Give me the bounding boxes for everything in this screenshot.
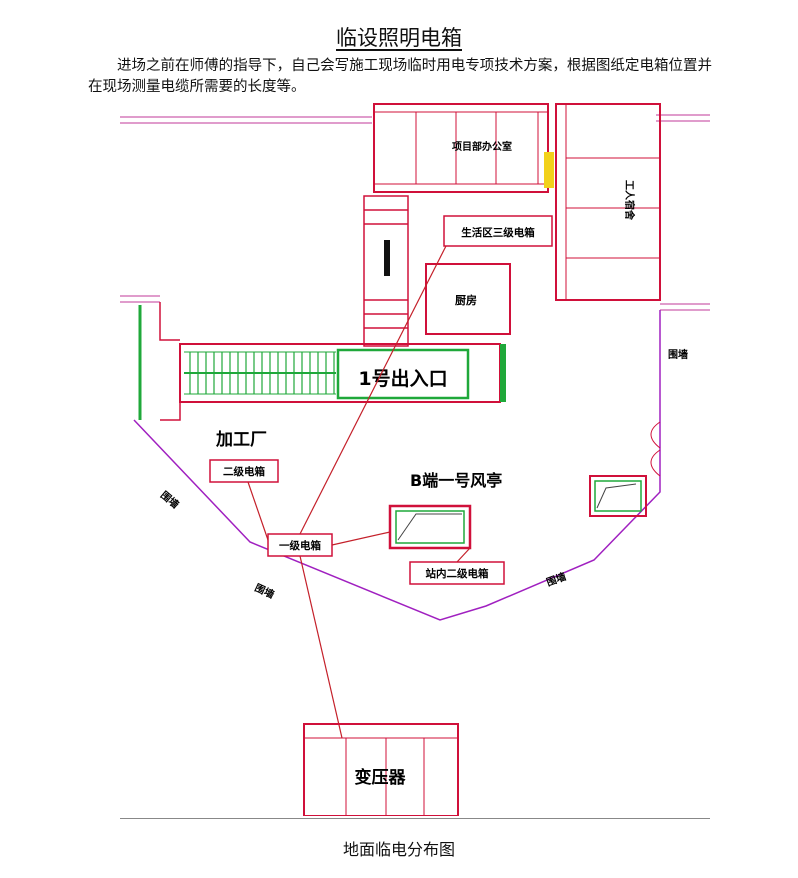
fence-right-label: 围墙 — [545, 570, 568, 589]
processing-label: 加工厂 — [215, 430, 267, 450]
secondary-box-label: 二级电箱 — [223, 465, 265, 478]
exit-corridor — [138, 302, 506, 421]
worker-dorm-label: 工人宿舍 — [623, 180, 636, 221]
fan-pavilion-box — [388, 504, 472, 550]
station-box-label: 站内二级电箱 — [426, 567, 489, 580]
secondary-box-frame — [209, 459, 279, 483]
transformer-building — [303, 723, 459, 816]
primary-box-label: 一级电箱 — [279, 539, 321, 552]
fence-mid-label: 围墙 — [253, 581, 277, 601]
body-paragraph: 进场之前在师傅的指导下，自己会写施工现场临时用电专项技术方案，根据图纸定电箱位置… — [88, 58, 712, 95]
top-corridor — [120, 114, 710, 311]
power-cables — [247, 245, 471, 739]
fence-left-label: 围墙 — [158, 488, 182, 511]
kitchen-building — [425, 263, 511, 335]
kitchen-label: 厨房 — [455, 293, 477, 307]
living-box-label: 生活区三级电箱 — [461, 226, 535, 239]
east-small-box — [589, 475, 647, 517]
page-title: 临设照明电箱 — [336, 26, 462, 50]
transformer-label: 变压器 — [355, 767, 407, 788]
site-fence — [133, 310, 661, 621]
figure-caption: 地面临电分布图 — [342, 840, 455, 859]
stair-block — [363, 195, 409, 347]
project-office-label: 项目部办公室 — [452, 140, 512, 153]
stair-core — [384, 240, 390, 276]
living-box-frame — [443, 215, 553, 247]
fan-pavilion-label: B端一号风亭 — [410, 471, 502, 490]
office-stair-marker — [544, 152, 554, 188]
exit1-label: 1号出入口 — [358, 367, 447, 390]
worker-dorm-building — [555, 103, 661, 301]
project-office-building — [373, 103, 549, 193]
site-plan-drawing: 项目部办公室 工人宿舍 厨房 生活区三级电箱 — [120, 103, 710, 816]
caption-divider — [120, 818, 710, 819]
fence-east-label: 围墙 — [668, 348, 688, 361]
